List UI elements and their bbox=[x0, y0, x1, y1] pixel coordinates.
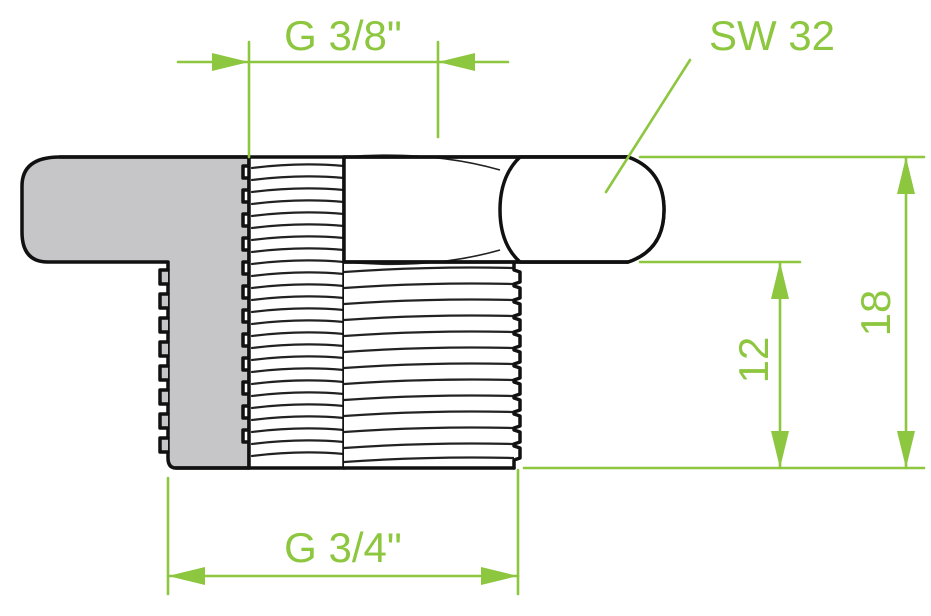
dimension-thread-length bbox=[638, 260, 802, 470]
arrow-head-right bbox=[438, 53, 475, 71]
arrow-head-bottom-12 bbox=[771, 431, 789, 468]
arrow-head-right-bottom bbox=[481, 567, 518, 585]
inner-thread-lines bbox=[250, 163, 344, 458]
label-inner-thread: G 3/8" bbox=[284, 12, 402, 59]
section-outer-thread-teeth bbox=[158, 268, 170, 454]
arrow-head-left bbox=[212, 53, 249, 71]
dimensions bbox=[166, 40, 926, 596]
dimension-total-height bbox=[522, 155, 926, 470]
arrow-head-top-18 bbox=[897, 157, 915, 194]
leader-line-wrench bbox=[604, 58, 692, 194]
outer-thread-lines bbox=[344, 266, 514, 464]
arrow-head-bottom-18 bbox=[897, 431, 915, 468]
label-total-height: 18 bbox=[852, 290, 899, 337]
label-outer-thread: G 3/4" bbox=[284, 524, 402, 571]
arrow-head-left-bottom bbox=[168, 567, 205, 585]
dimension-outer-thread bbox=[166, 468, 520, 596]
dimension-inner-thread bbox=[176, 40, 510, 159]
arrow-head-top-12 bbox=[771, 262, 789, 299]
hex-flat-center bbox=[498, 155, 666, 264]
section-cut-face bbox=[20, 155, 251, 470]
label-wrench-size: SW 32 bbox=[709, 12, 835, 59]
bush-part bbox=[20, 154, 666, 470]
dimension-labels: G 3/8" SW 32 G 3/4" 18 12 bbox=[284, 12, 899, 571]
label-thread-length: 12 bbox=[730, 337, 777, 384]
outer-thread-crests bbox=[512, 260, 522, 470]
